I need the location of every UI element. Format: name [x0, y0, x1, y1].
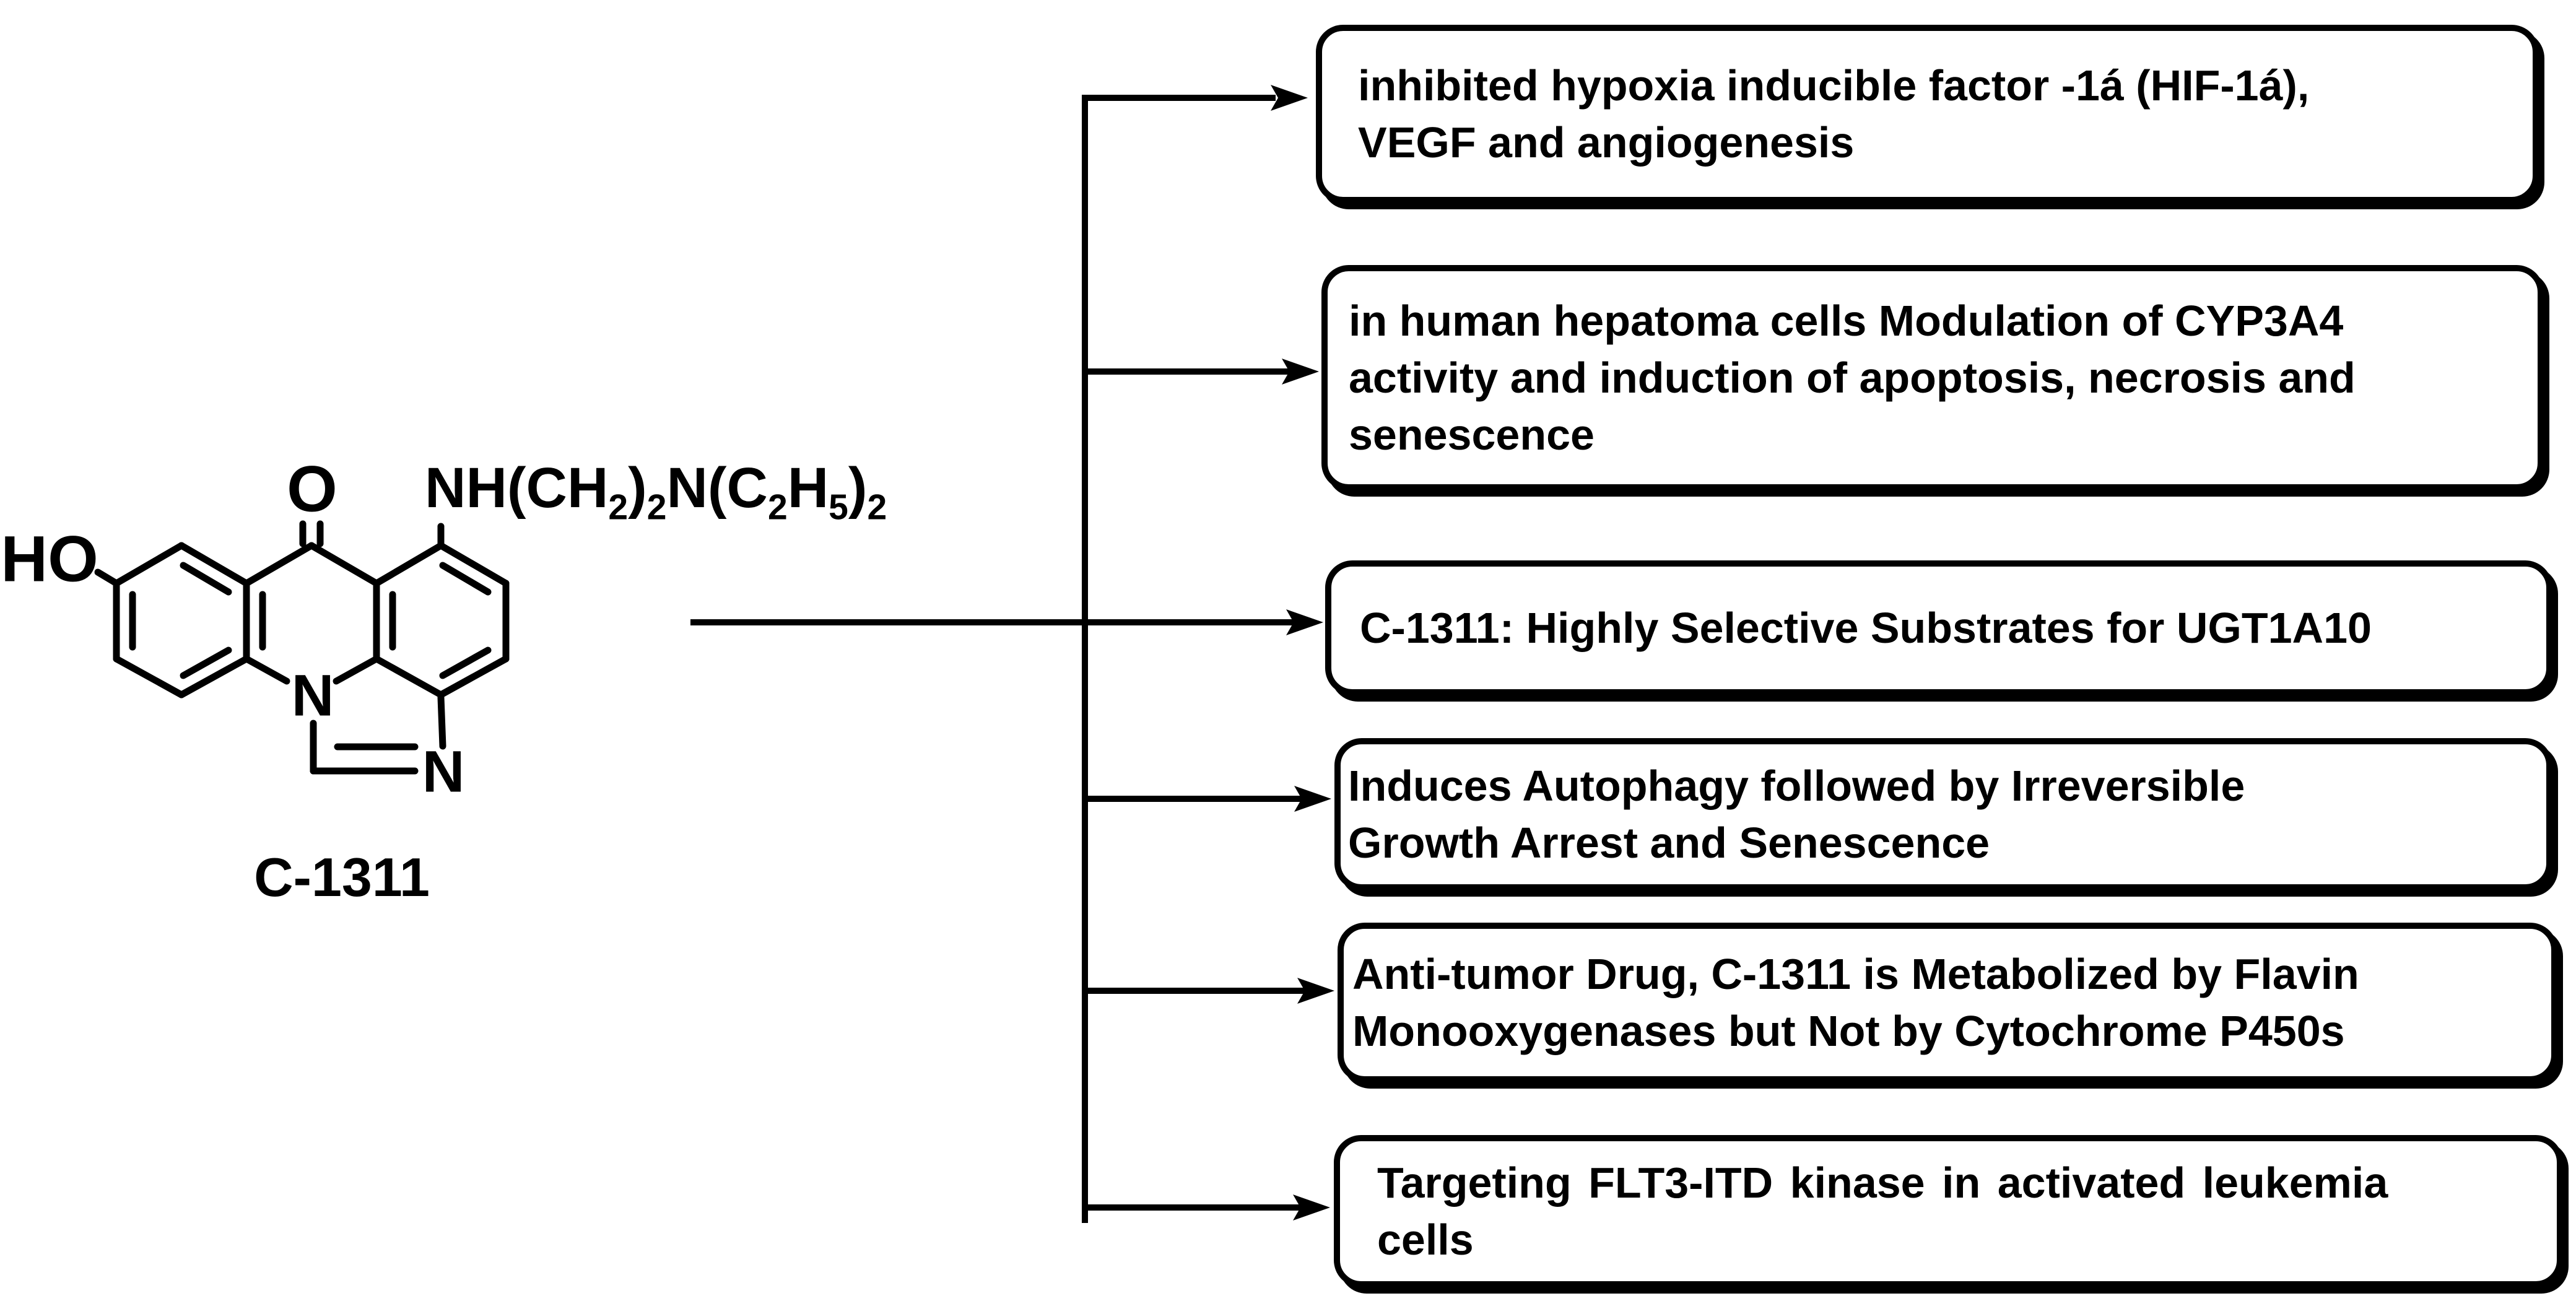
- box-line: in human hepatoma cells Modulation of CY…: [1349, 297, 2344, 345]
- arrowhead-5: [1297, 978, 1334, 1004]
- box-line: activity and induction of apoptosis, nec…: [1349, 354, 2356, 402]
- arrowhead-1: [1271, 85, 1308, 111]
- info-box-hepatoma: in human hepatoma cells Modulation of CY…: [1321, 265, 2544, 490]
- info-box-autophagy: Induces Autophagy followed by Irreversib…: [1334, 738, 2552, 890]
- box-line: C-1311: Highly Selective Substrates for …: [1360, 604, 2372, 652]
- info-box-hif: inhibited hypoxia inducible factor -1á (…: [1316, 25, 2539, 203]
- bond-line: [178, 655, 250, 698]
- box-line: VEGF and angiogenesis: [1358, 118, 1855, 167]
- hydroxyl-label: HO: [1, 523, 98, 596]
- info-box-flt3: Targeting FLT3-ITD kinase in activated l…: [1334, 1135, 2563, 1287]
- box-line: cells: [1377, 1216, 1474, 1264]
- imidazole-nitrogen-label: N: [422, 739, 465, 805]
- molecule-left-ring: [94, 542, 250, 698]
- bond-line: [373, 655, 445, 698]
- box-line: senescence: [1349, 411, 1595, 459]
- bond-line: [437, 542, 510, 587]
- bond-line: [243, 655, 290, 685]
- bond-line: [113, 655, 185, 698]
- double-bond-inner-line: [439, 646, 492, 679]
- box-line: Targeting FLT3-ITD kinase in activated l…: [1377, 1159, 2388, 1207]
- box-line: Induces Autophagy followed by Irreversib…: [1348, 762, 2245, 810]
- double-bond-inner-line: [180, 646, 232, 679]
- bond-line: [333, 655, 380, 685]
- box-line: inhibited hypoxia inducible factor -1á (…: [1358, 61, 2310, 110]
- arrowhead-4: [1294, 786, 1331, 812]
- double-bond-inner-line: [180, 562, 232, 596]
- bond-line: [178, 542, 250, 587]
- flow-arrows: [690, 85, 1334, 1223]
- bond-line: [437, 655, 510, 698]
- info-box-flavin: Anti-tumor Drug, C-1311 is Metabolized b…: [1338, 923, 2557, 1082]
- molecule-middle-ring: [243, 520, 380, 685]
- double-bond-inner-line: [439, 562, 492, 596]
- bond-line: [243, 542, 315, 587]
- box-line: Monooxygenases but Not by Cytochrome P45…: [1352, 1007, 2345, 1055]
- hydroxyl-bond-line: [94, 568, 120, 587]
- molecule-imidazole-ring: [310, 694, 446, 775]
- bond-line: [308, 542, 380, 587]
- acridine-nitrogen-label: N: [291, 663, 334, 729]
- bond-line: [373, 542, 445, 587]
- info-box-ugt1a10: C-1311: Highly Selective Substrates for …: [1325, 560, 2552, 695]
- box-line: Growth Arrest and Senescence: [1348, 819, 1990, 867]
- molecule-right-ring: [373, 523, 510, 698]
- box-line: Anti-tumor Drug, C-1311 is Metabolized b…: [1352, 950, 2359, 998]
- bond-line: [437, 694, 446, 750]
- arrowhead-2: [1282, 359, 1319, 385]
- compound-name-label: C-1311: [254, 846, 430, 908]
- carbonyl-oxygen-label: O: [287, 453, 337, 526]
- side-chain-formula: NH(CH2)2N(C2H5)2: [425, 456, 887, 528]
- arrowhead-6: [1293, 1194, 1330, 1221]
- arrowhead-3: [1286, 609, 1323, 635]
- bond-line: [113, 542, 185, 587]
